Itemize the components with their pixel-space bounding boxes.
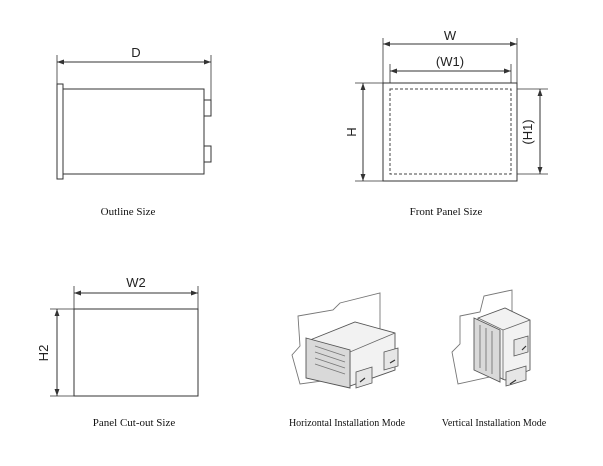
vertical-installation-illustration: Vertical Installation Mode: [442, 289, 547, 429]
front-panel-inner-dashed: [389, 88, 512, 175]
outline-depth-label: D: [131, 45, 140, 60]
outline-size-caption: Outline Size: [101, 206, 156, 218]
cutout-caption: Panel Cut-out Size: [93, 417, 176, 429]
front-panel-caption: Front Panel Size: [410, 206, 483, 218]
cutout-width-label: W2: [126, 275, 146, 290]
front-width-label: W: [444, 28, 457, 43]
outline-bezel: [56, 83, 64, 180]
cutout-height-label: H2: [36, 345, 51, 362]
front-panel-outer: [382, 82, 518, 182]
cutout-drawing: W2 H2 Panel Cut-out Size: [36, 275, 199, 429]
front-inner-width-label: (W1): [436, 54, 464, 69]
vertical-installation-caption: Vertical Installation Mode: [442, 418, 547, 429]
horizontal-installation-illustration: Horizontal Installation Mode: [289, 292, 406, 429]
outline-connector-bottom: [203, 145, 212, 163]
outline-size-drawing: D Outline Size: [56, 45, 212, 218]
horizontal-installation-caption: Horizontal Installation Mode: [289, 418, 406, 429]
front-panel-drawing: W (W1) H (H1) Front Panel Size: [344, 28, 548, 218]
cutout-rect: [73, 308, 199, 397]
front-height-label: H: [344, 127, 359, 136]
outline-connector-top: [203, 99, 212, 117]
outline-body: [62, 88, 205, 175]
front-inner-height-label: (H1): [520, 119, 535, 144]
